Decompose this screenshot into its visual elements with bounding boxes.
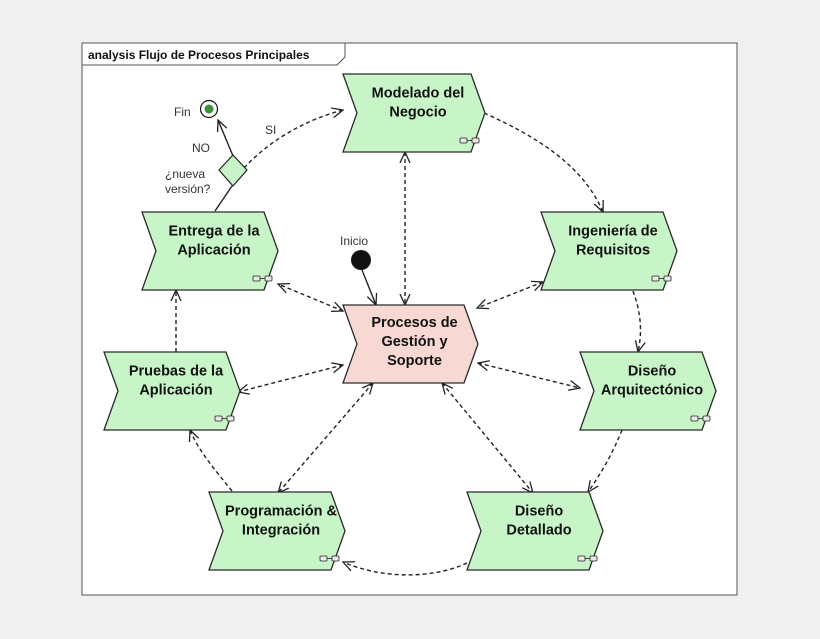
process-label-detallado-1: Diseño: [515, 504, 563, 520]
process-label-pruebas-1: Pruebas de la: [129, 364, 224, 380]
process-label-gestion-2: Gestión y: [381, 334, 447, 350]
process-label-gestion-3: Soporte: [387, 353, 442, 369]
composite-process-icon: [319, 555, 340, 562]
composite-process-icon: [252, 275, 273, 282]
process-programacion[interactable]: Programación & Integración: [208, 491, 346, 571]
frame-title: analysis Flujo de Procesos Principales: [88, 48, 310, 62]
edge-gestion-programacion: [278, 383, 373, 493]
process-pruebas[interactable]: Pruebas de la Aplicación: [103, 351, 241, 431]
final-node[interactable]: Fin: [174, 99, 219, 120]
decision-no-label: NO: [192, 141, 210, 155]
decision-yes-label: SI: [265, 123, 276, 137]
process-label-ingenieria-1: Ingeniería de: [568, 224, 657, 240]
edge-gestion-arquitectonico: [478, 363, 580, 388]
process-shape-pruebas: [103, 351, 241, 431]
process-label-programacion-1: Programación &: [225, 504, 338, 520]
process-ingenieria[interactable]: Ingeniería de Requisitos: [540, 211, 678, 291]
process-entrega[interactable]: Entrega de la Aplicación: [141, 211, 279, 291]
edge-gestion-ingenieria: [477, 282, 543, 308]
process-shape-gestion: [342, 304, 479, 384]
edge-ingenieria-to-arquitectonico: [632, 290, 640, 352]
process-label-ingenieria-2: Requisitos: [576, 243, 650, 259]
process-shape-modelado: [342, 73, 486, 153]
final-node-core: [204, 104, 214, 114]
end-label: Fin: [174, 105, 191, 119]
process-label-entrega-2: Aplicación: [177, 243, 250, 259]
process-label-detallado-2: Detallado: [506, 523, 571, 539]
frame-title-tab: [81, 42, 346, 66]
composite-process-icon: [577, 555, 598, 562]
process-gestion[interactable]: Procesos de Gestión y Soporte: [342, 304, 479, 384]
edge-gestion-entrega: [278, 284, 343, 311]
composite-process-icon: [459, 137, 480, 144]
composite-process-icon: [214, 415, 235, 422]
edge-gestion-detallado: [442, 383, 533, 493]
decision-diamond-icon: [218, 154, 248, 187]
decision-label-line-2: versión?: [165, 182, 211, 196]
process-shape-programacion: [208, 491, 346, 571]
edge-inicio-to-gestion: [361, 269, 376, 305]
process-label-programacion-2: Integración: [242, 523, 320, 539]
start-node-icon: [351, 250, 371, 270]
edges-layer: [176, 110, 640, 576]
process-label-entrega-1: Entrega de la: [168, 224, 260, 240]
edge-arquitectonico-to-detallado: [588, 429, 623, 492]
edge-decision-to-modelado: [243, 110, 343, 169]
edge-modelado-to-ingenieria: [483, 112, 603, 212]
decision-node[interactable]: ¿nueva versión? SI NO: [165, 123, 276, 196]
process-shape-entrega: [141, 211, 279, 291]
process-label-modelado-1: Modelado del: [372, 86, 465, 102]
process-label-pruebas-2: Aplicación: [139, 383, 212, 399]
process-label-gestion-1: Procesos de: [371, 315, 457, 331]
process-shape-detallado: [466, 491, 604, 571]
edge-entrega-to-decision: [214, 185, 233, 212]
composite-process-icon: [690, 415, 711, 422]
process-shape-ingenieria: [540, 211, 678, 291]
edge-programacion-to-pruebas: [190, 430, 233, 492]
composite-process-icon: [651, 275, 672, 282]
process-shape-arquitectonico: [579, 351, 717, 431]
start-label: Inicio: [340, 234, 368, 248]
decision-label-line-1: ¿nueva: [165, 167, 205, 181]
start-node[interactable]: Inicio: [340, 234, 371, 270]
edge-detallado-to-programacion: [343, 562, 468, 576]
process-label-arquitectonico-2: Arquitectónico: [601, 383, 703, 399]
process-label-arquitectonico-1: Diseño: [628, 364, 676, 380]
edge-decision-to-fin: [218, 120, 234, 157]
process-label-modelado-2: Negocio: [389, 105, 446, 121]
